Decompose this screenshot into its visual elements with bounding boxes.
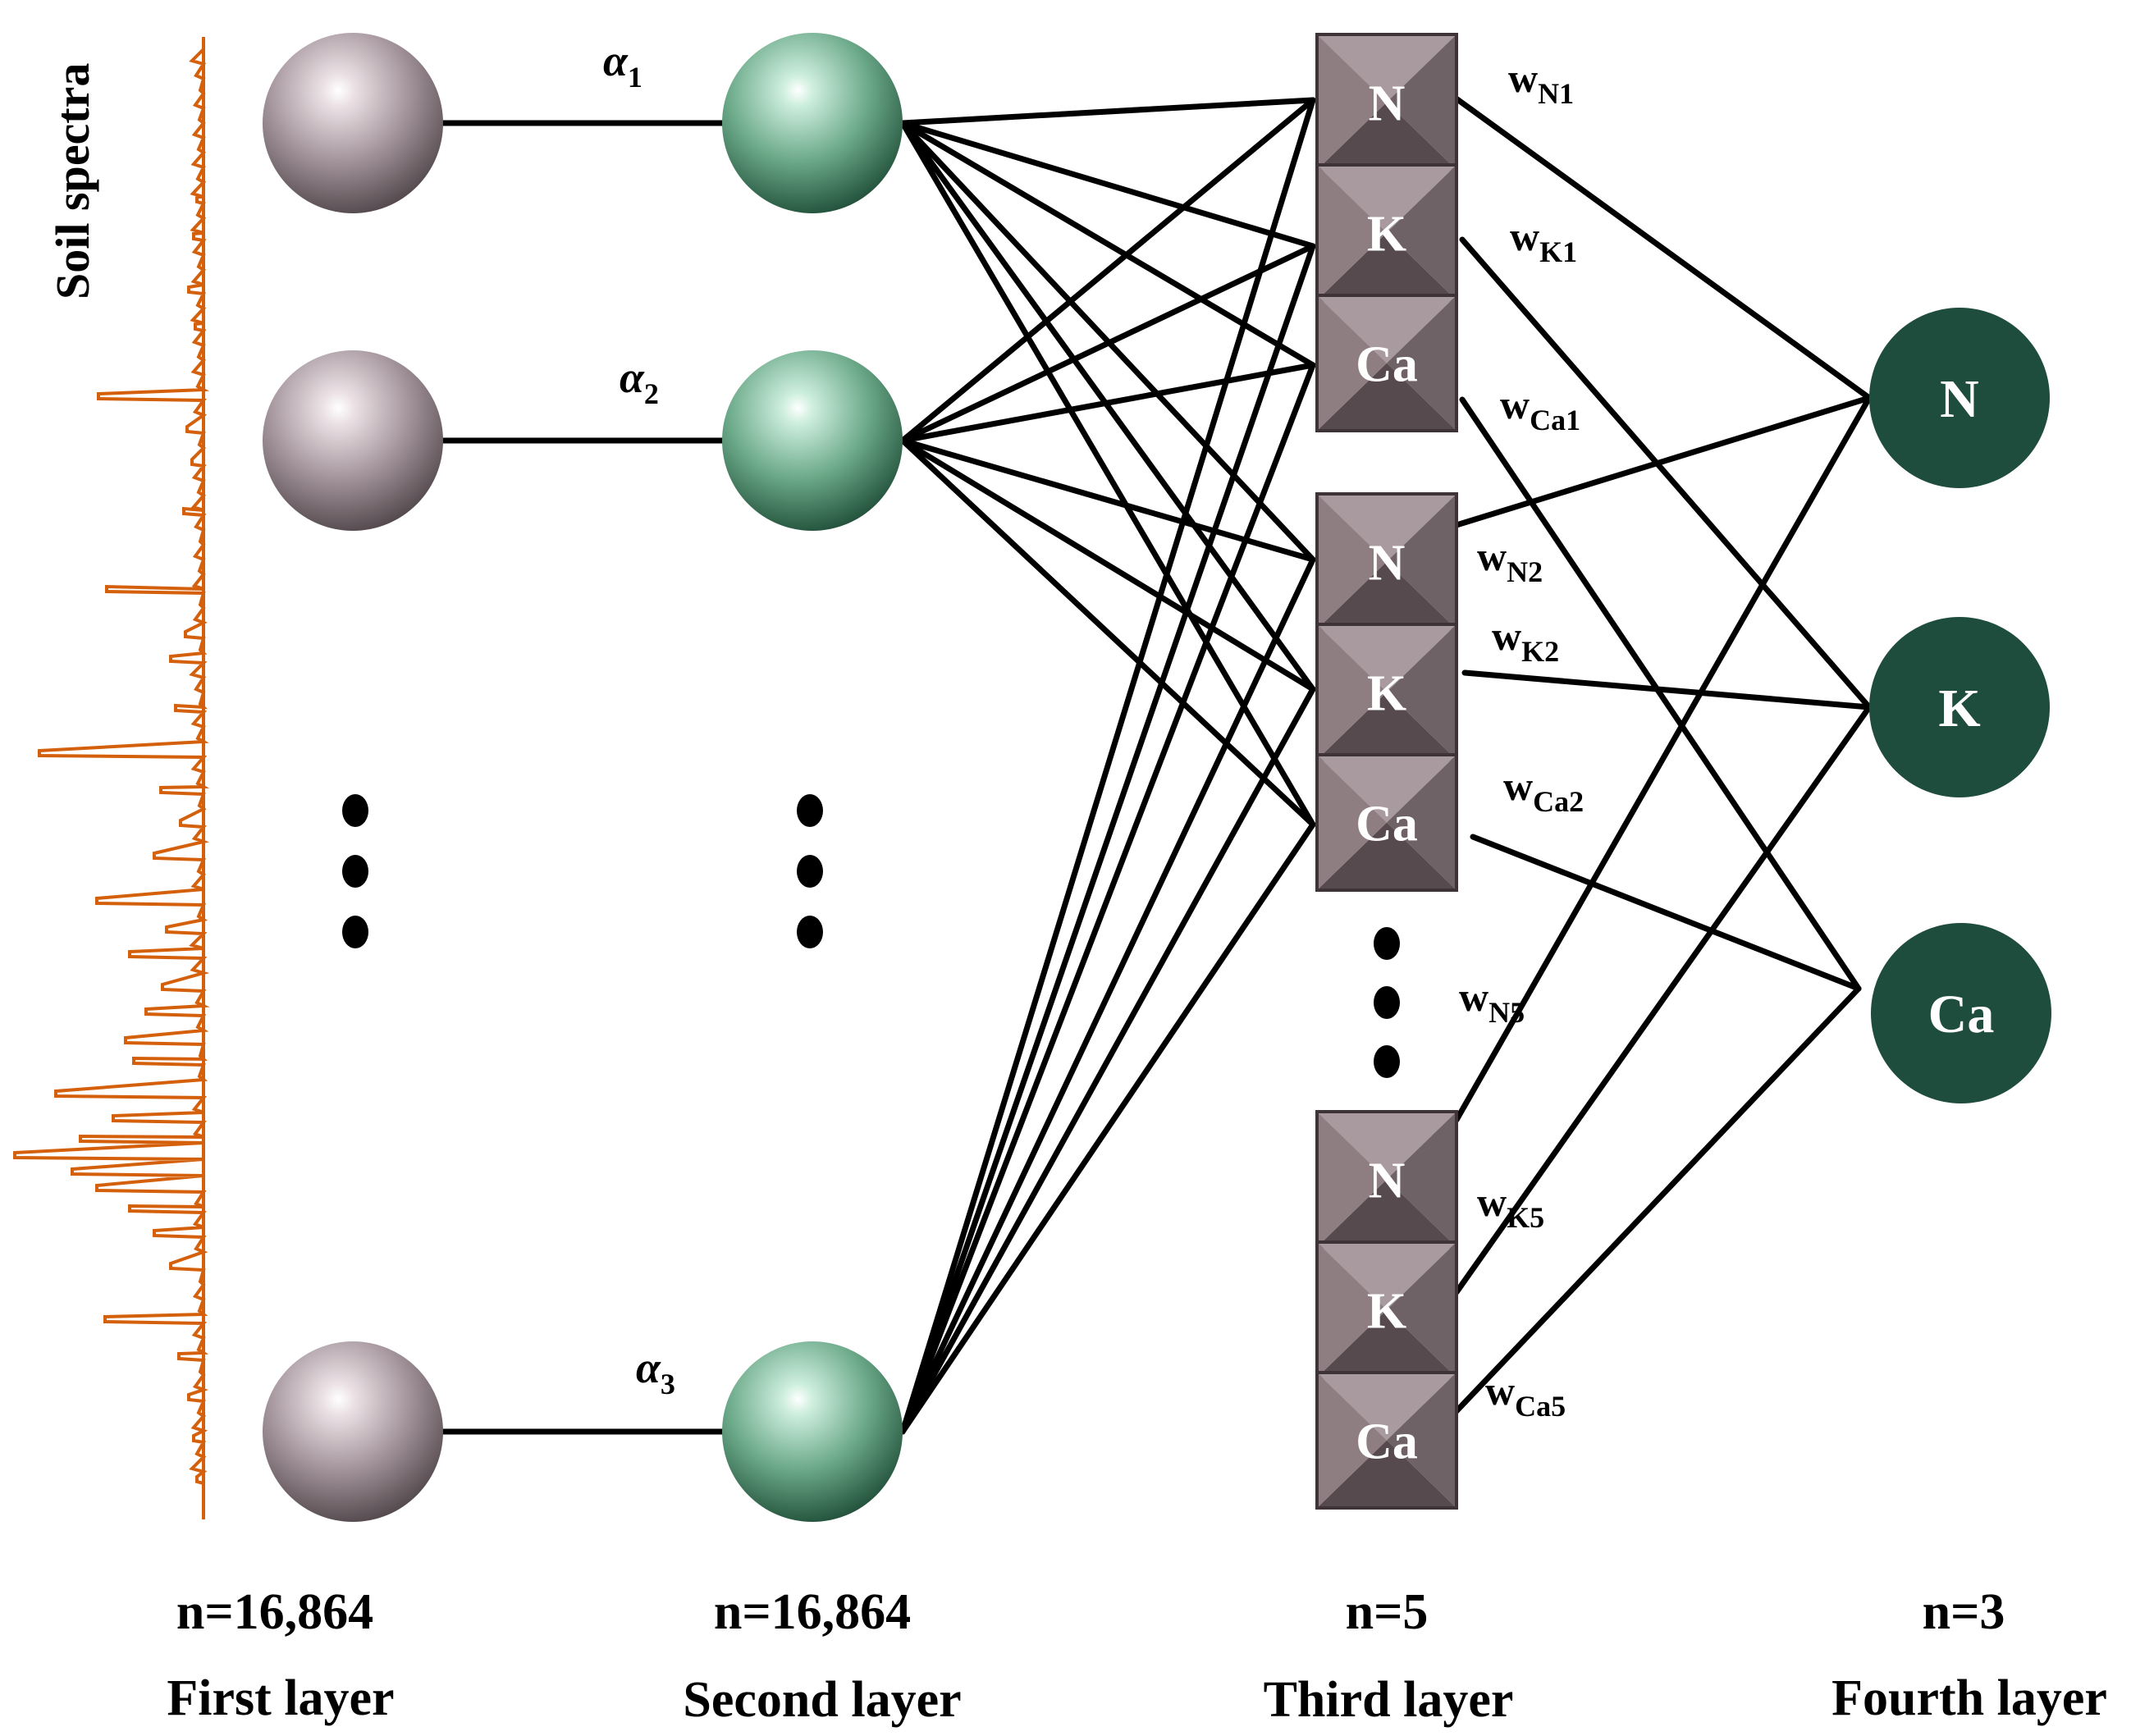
- third-layer-cell-k: K: [1315, 163, 1458, 302]
- third-layer-ellipsis: [1374, 927, 1400, 1078]
- third-layer-block: N K Ca: [1315, 33, 1458, 432]
- third-layer-cell-k: K: [1315, 623, 1458, 761]
- alpha-label: α1: [603, 36, 643, 94]
- weight-label: wCa1: [1500, 381, 1580, 436]
- third-to-fourth-edges: [1424, 75, 1873, 1414]
- third-layer-cell-n: N: [1315, 33, 1458, 171]
- weight-label: wN2: [1477, 533, 1543, 588]
- third-layer-cell-label: K: [1367, 207, 1406, 263]
- weight-label: wCa2: [1503, 763, 1584, 818]
- third-layer-cell-label: Ca: [1356, 797, 1418, 852]
- layer-captions: n=16,864 First layer n=16,864 Second lay…: [167, 1584, 2106, 1728]
- first-layer-ellipsis: [342, 794, 368, 948]
- alpha-label: α3: [636, 1343, 675, 1400]
- svg-text:K: K: [1938, 678, 1980, 738]
- weight-labels: wN1 wK1 wCa1 wN2 wK2 wCa2 wN5 wK5 wCa5: [1459, 55, 1584, 1423]
- third-layer-cell-ca: Ca: [1315, 753, 1458, 892]
- third-layer-cell-label: N: [1369, 536, 1406, 592]
- second-to-third-edges: [899, 97, 1316, 1435]
- layer-count: n=16,864: [714, 1584, 911, 1640]
- svg-text:N: N: [1940, 369, 1979, 429]
- output-node-n: N: [1869, 308, 2050, 488]
- layer-count: n=5: [1346, 1584, 1429, 1640]
- layer-count: n=16,864: [176, 1584, 373, 1640]
- spectrum-line: [13, 48, 210, 1518]
- third-layer-block: N K Ca: [1315, 492, 1458, 892]
- first-layer-node: [263, 350, 443, 531]
- third-layer-cell-label: K: [1367, 1284, 1406, 1340]
- second-layer-ellipsis: [797, 794, 823, 948]
- second-layer: [722, 33, 903, 1522]
- soil-spectrum-plot: [13, 37, 210, 1519]
- third-layer-cell-label: Ca: [1356, 1414, 1418, 1470]
- alpha-label: α2: [620, 353, 659, 410]
- layer-name: Second layer: [683, 1672, 961, 1728]
- weight-label: wN5: [1459, 974, 1525, 1029]
- output-node-ca: Ca: [1871, 923, 2051, 1103]
- weight-label: wK2: [1492, 613, 1559, 668]
- layer-name: Third layer: [1264, 1672, 1514, 1728]
- layer-name: First layer: [167, 1670, 394, 1726]
- weight-label: wCa5: [1485, 1368, 1566, 1423]
- weight-label: wK5: [1477, 1179, 1544, 1234]
- third-layer-cell-label: Ca: [1356, 337, 1418, 393]
- fourth-layer: N K Ca: [1869, 308, 2051, 1103]
- third-layer-block: N K Ca: [1315, 1110, 1458, 1510]
- first-layer-node: [263, 33, 443, 213]
- first-layer: [263, 33, 443, 1522]
- second-layer-node: [722, 33, 903, 213]
- first-to-second-edges: [440, 120, 725, 1435]
- third-layer-cell-label: N: [1369, 76, 1406, 132]
- third-layer-cell-n: N: [1315, 492, 1458, 631]
- second-layer-node: [722, 1341, 903, 1522]
- soil-spectra-label: Soil spectra: [46, 63, 99, 299]
- layer-name: Fourth layer: [1831, 1670, 2107, 1726]
- third-layer-cell-label: N: [1369, 1154, 1406, 1209]
- layer-count: n=3: [1923, 1584, 2005, 1640]
- third-layer-cell-ca: Ca: [1315, 294, 1458, 432]
- svg-text:Ca: Ca: [1928, 984, 1995, 1044]
- weight-label: wN1: [1508, 55, 1574, 110]
- third-layer-cell-n: N: [1315, 1110, 1458, 1249]
- second-layer-node: [722, 350, 903, 531]
- third-layer-cell-label: K: [1367, 666, 1406, 722]
- output-node-k: K: [1869, 617, 2050, 797]
- third-layer-cell-ca: Ca: [1315, 1371, 1458, 1510]
- weight-label: wK1: [1510, 213, 1577, 268]
- first-layer-node: [263, 1341, 443, 1522]
- third-layer-cell-k: K: [1315, 1240, 1458, 1379]
